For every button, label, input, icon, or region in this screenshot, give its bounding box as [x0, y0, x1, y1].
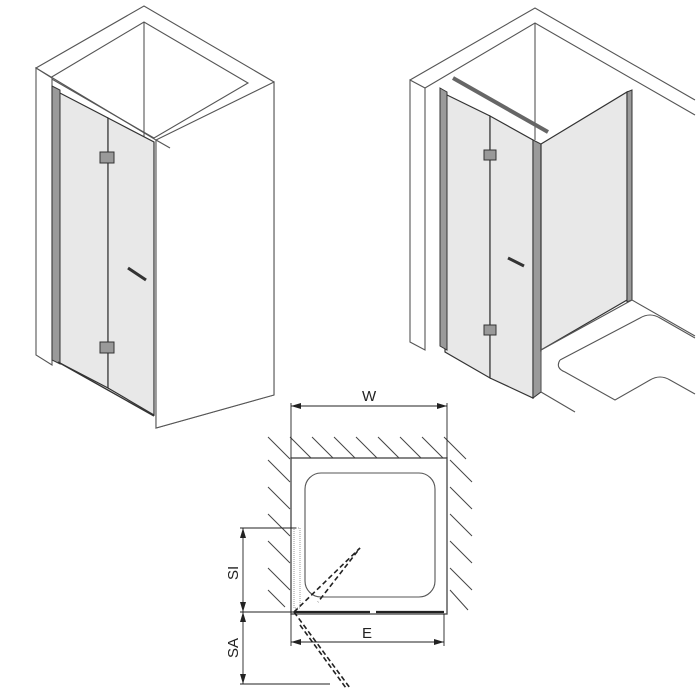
side-panel [540, 90, 628, 352]
plan-view: W E SI SA [225, 388, 473, 689]
wall-profile [51, 85, 61, 365]
iso-niche-view [34, 5, 275, 429]
dim-label-sa: SA [225, 638, 242, 658]
door-panel-right [107, 117, 155, 417]
door-handle [127, 266, 147, 282]
dim-label-w: W [362, 388, 377, 405]
hinge-top [99, 151, 115, 164]
dim-label-e: E [362, 625, 372, 642]
hinge-bottom [99, 341, 115, 354]
stabilizer-bar [452, 76, 549, 134]
dim-label-si: SI [225, 566, 242, 580]
iso-bathtub-view [409, 7, 696, 413]
bath-door-panel-left [444, 93, 491, 380]
